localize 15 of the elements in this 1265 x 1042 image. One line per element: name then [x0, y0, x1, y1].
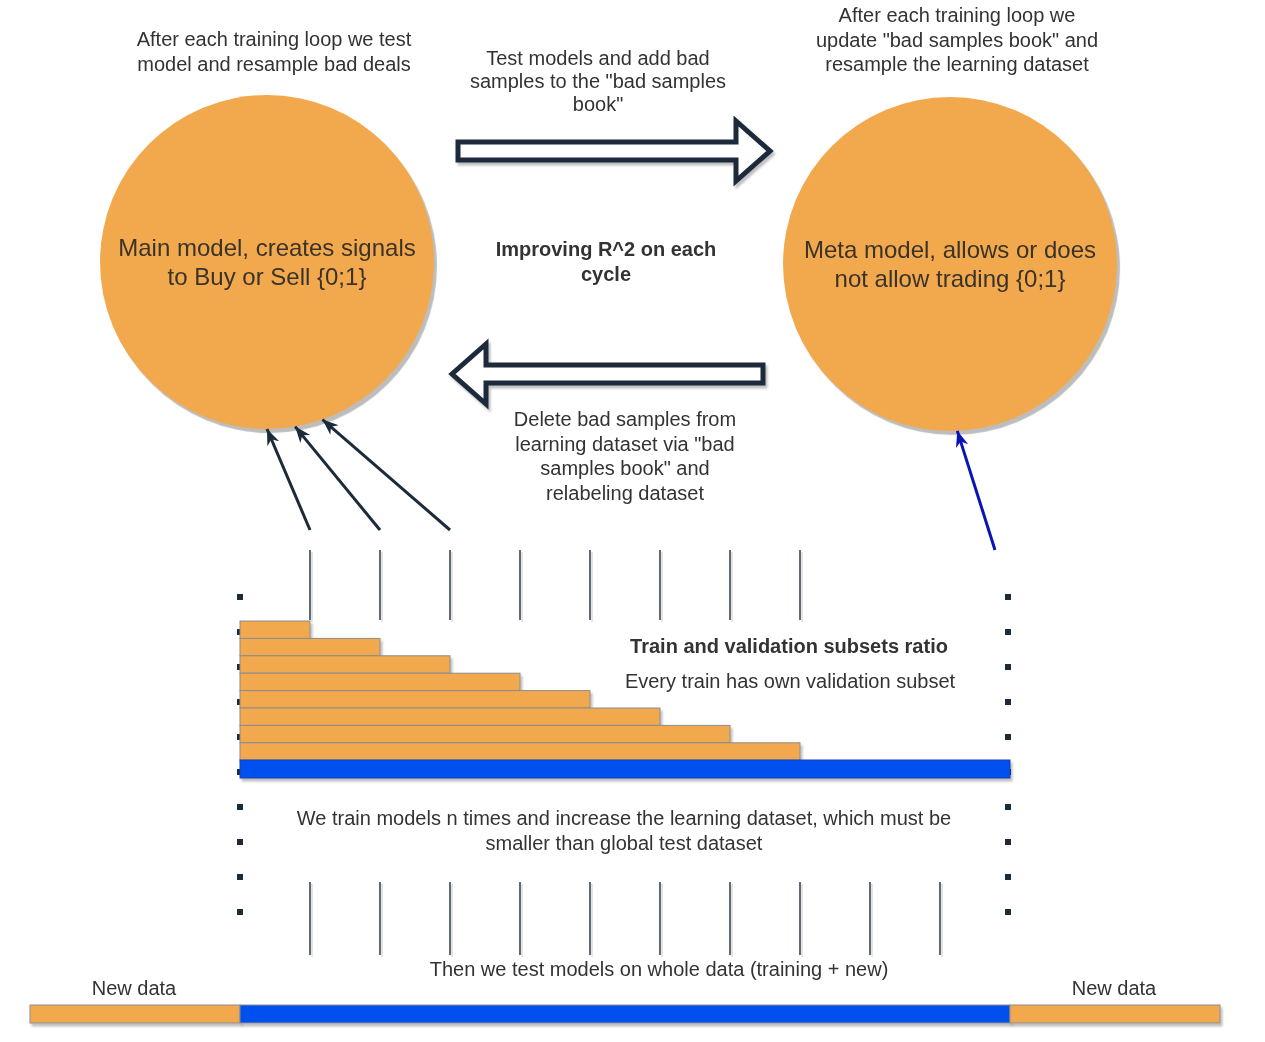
- block-arrow: [455, 115, 774, 187]
- node-caption: After each training loop we test model and resample bad deals: [135, 27, 413, 76]
- axis-caption: Then we test models on whole data (training + new): [428, 957, 890, 982]
- annotation-text: Improving R^2 on each cycle: [494, 237, 718, 286]
- bar-label: New data: [1070, 976, 1158, 1001]
- node-caption: After each training loop we update "bad samples book" and resample the learning dataset: [814, 3, 1100, 77]
- arrow: [955, 430, 997, 551]
- annotation-text: We train models n times and increase the learning dataset, which must be smaller than global test dataset: [295, 806, 953, 855]
- node-text: Main model, creates signals to Buy or Sell {0;1}: [117, 233, 417, 291]
- arrow: [293, 425, 382, 531]
- arrow: [321, 418, 451, 532]
- block-arrow: [448, 338, 766, 410]
- arrow: [265, 428, 312, 531]
- node-text: Meta model, allows or does not allow trading {0;1}: [802, 235, 1098, 293]
- bar-label: New data: [90, 976, 178, 1001]
